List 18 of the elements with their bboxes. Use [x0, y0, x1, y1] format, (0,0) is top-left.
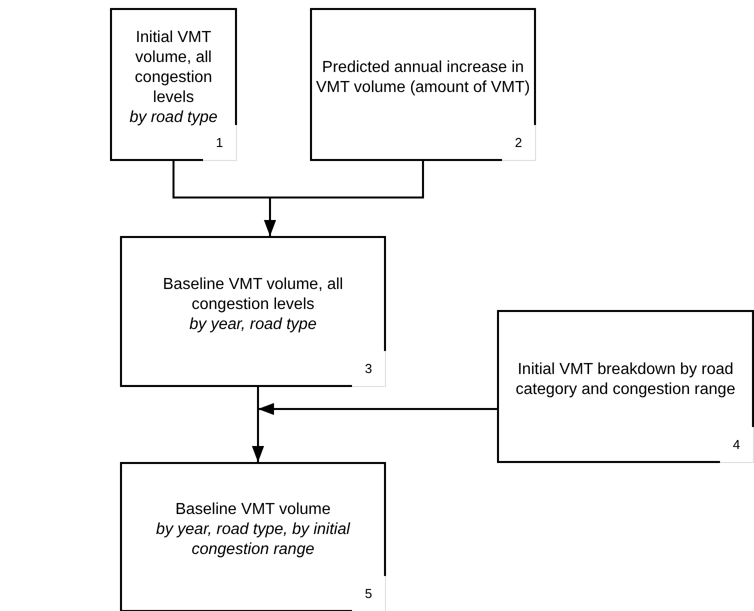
- subtitle-text: by year, road type, by initial congestion range: [155, 520, 352, 560]
- subtitle-text: by year, road type: [189, 314, 317, 334]
- box-text: Predicted annual increase in VMT volume (amount of VMT): [315, 58, 531, 98]
- step-number: 1: [203, 125, 237, 161]
- step-number: 3: [352, 351, 386, 387]
- step-number: 4: [720, 427, 754, 463]
- step-number: 2: [502, 125, 536, 161]
- box-text: Initial VMT breakdown by road category and congestion range: [514, 360, 736, 400]
- arrow: [252, 403, 497, 462]
- process-box: [120, 236, 386, 387]
- arrow: [264, 161, 424, 236]
- process-box: [310, 8, 536, 161]
- subtitle-text: by road type: [129, 108, 218, 128]
- step-number: 5: [352, 576, 386, 611]
- process-box: [120, 462, 386, 611]
- process-box: [497, 310, 754, 463]
- process-box: [110, 8, 237, 161]
- box-text: Baseline VMT volume: [175, 500, 331, 520]
